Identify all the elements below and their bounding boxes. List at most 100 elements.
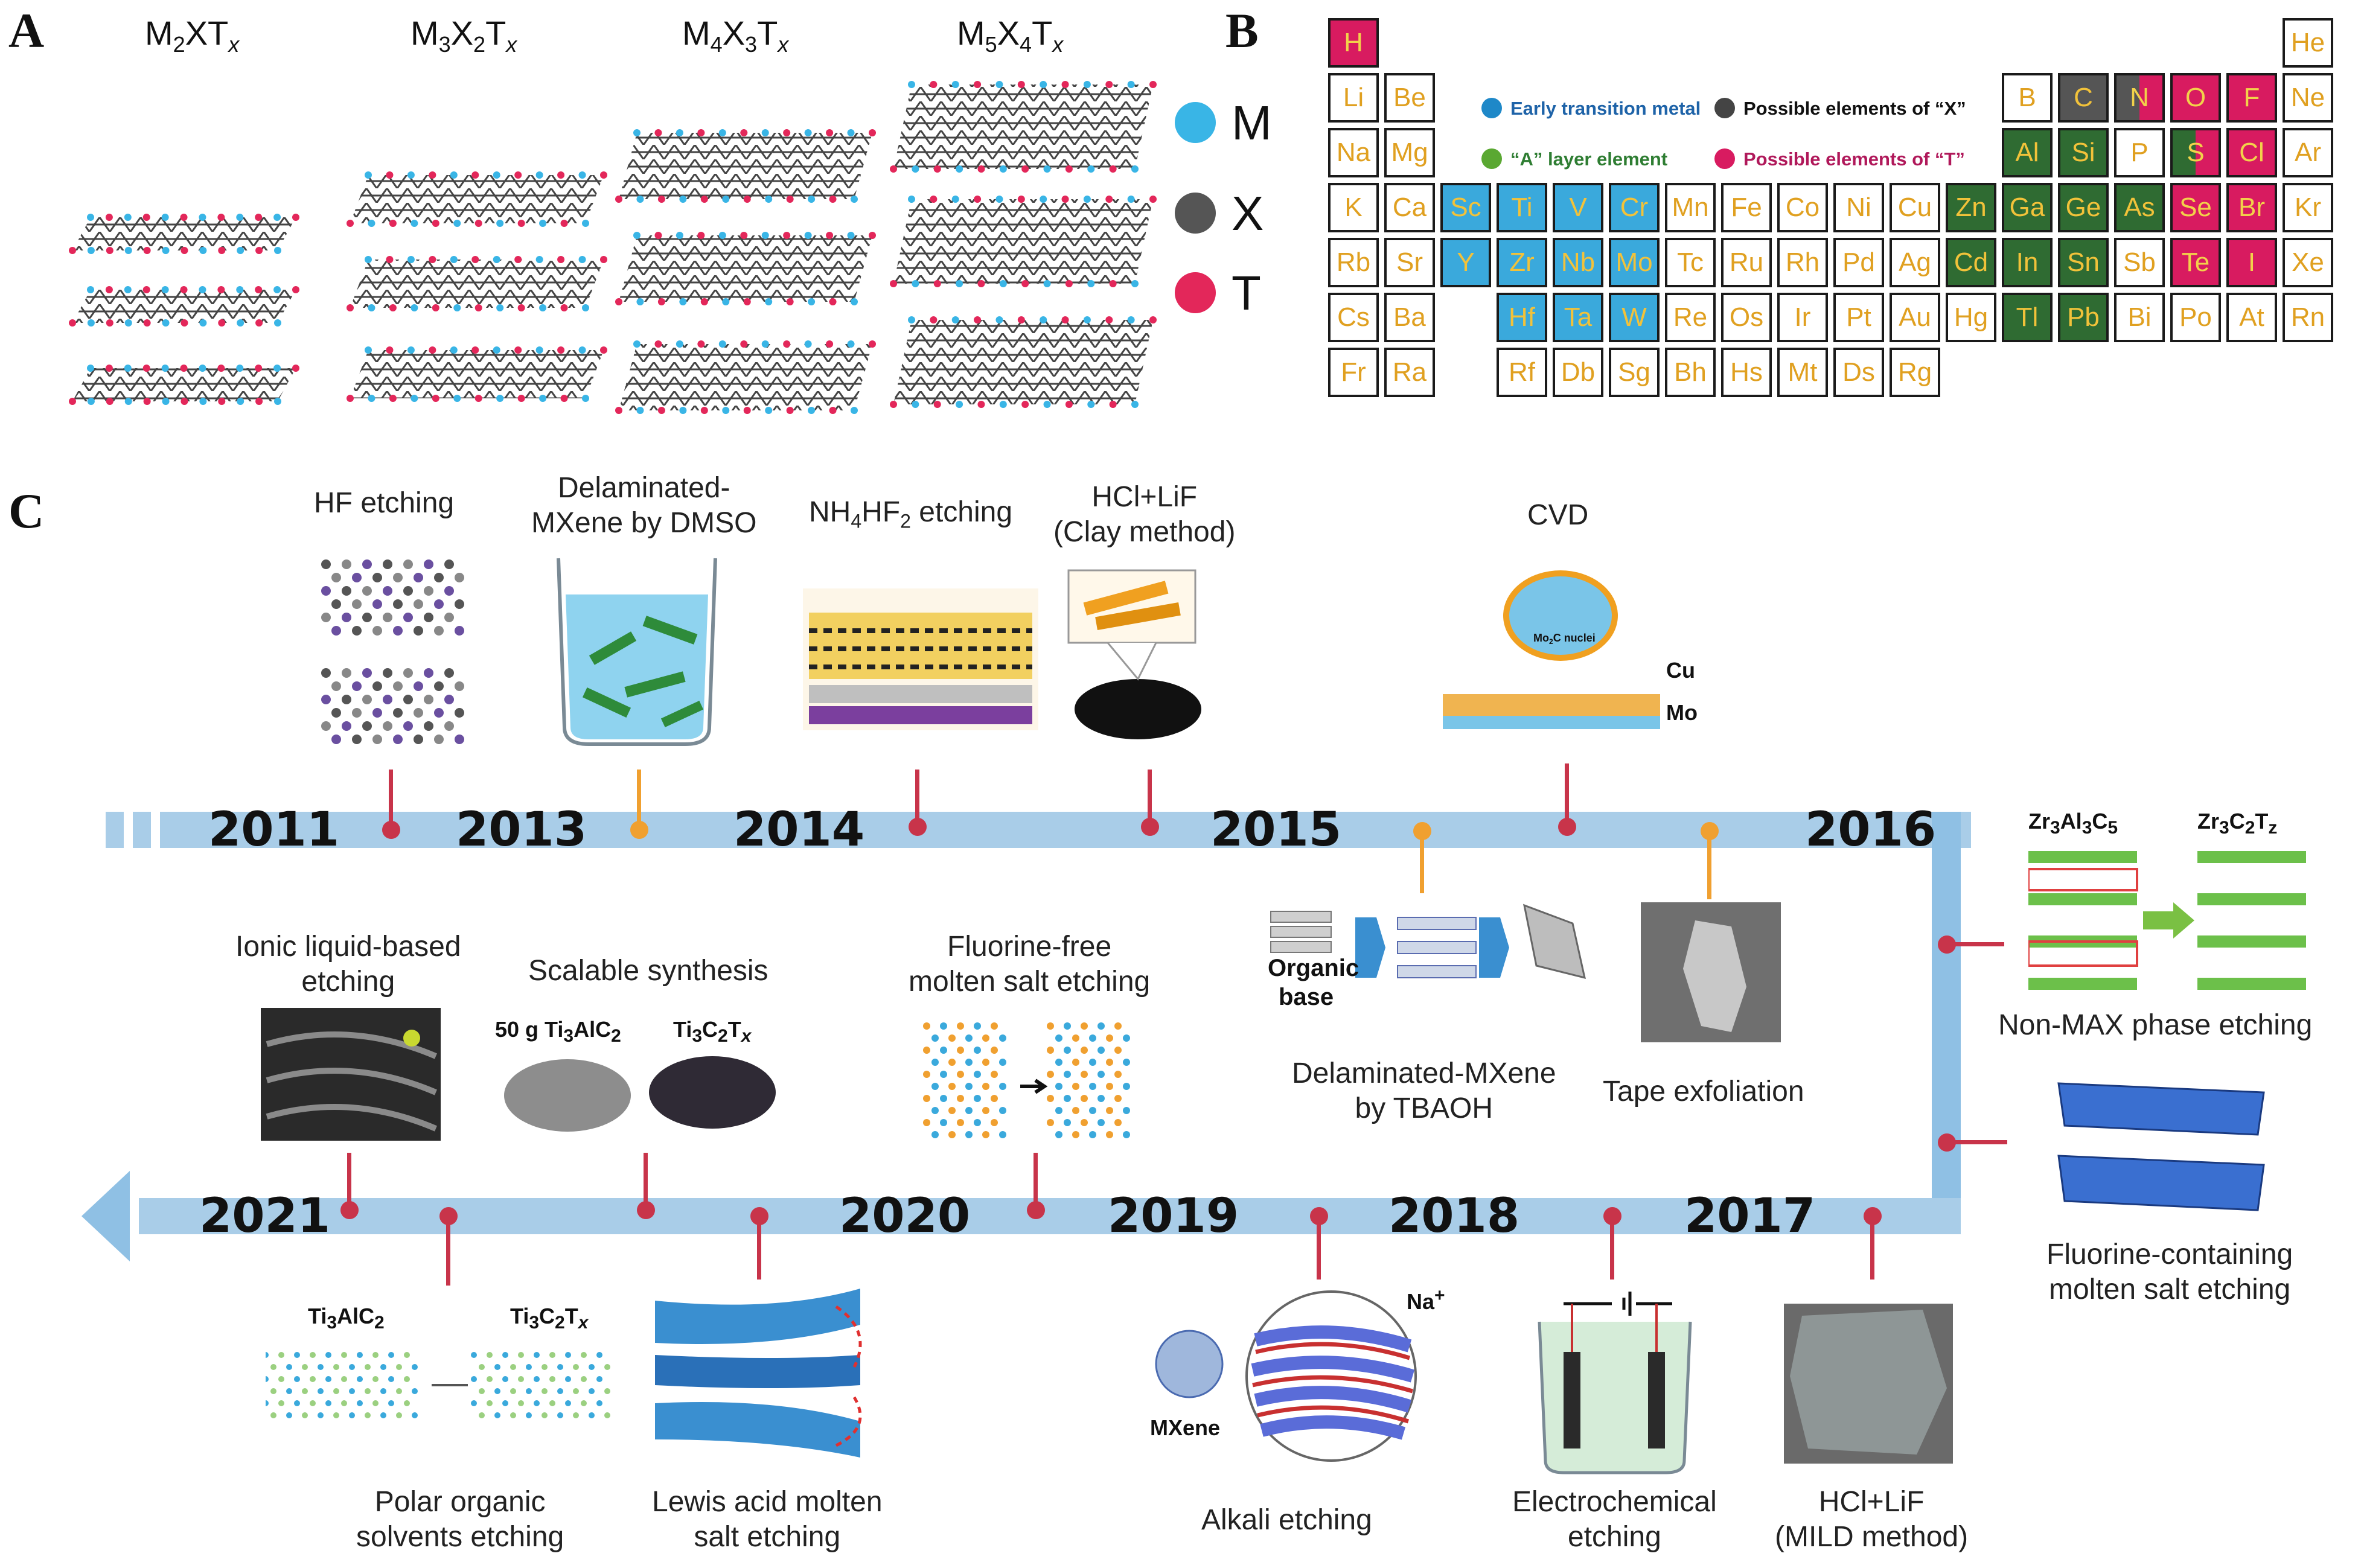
lattice-atom	[266, 1400, 269, 1406]
svg-text:Mo2C nuclei: Mo2C nuclei	[1533, 632, 1596, 646]
lattice-atom	[383, 613, 392, 622]
lattice-atom	[357, 1376, 363, 1382]
lattice-atom	[948, 1131, 956, 1138]
atom	[407, 346, 415, 354]
lattice-atom	[383, 586, 392, 596]
knob-dmso	[630, 821, 648, 839]
atom	[1127, 316, 1135, 323]
fluorine-free-image	[923, 1022, 1130, 1138]
atom	[1083, 316, 1091, 323]
atom	[808, 196, 816, 203]
atom	[142, 365, 150, 372]
atom	[977, 401, 985, 408]
atom	[560, 395, 568, 402]
atom	[450, 171, 458, 179]
lattice-atom	[549, 1376, 555, 1382]
atom	[292, 286, 299, 293]
lattice-atom	[318, 1388, 324, 1394]
atom	[1131, 165, 1139, 173]
element-hf: Hf	[1497, 293, 1547, 342]
legend-dot-a	[1481, 148, 1502, 169]
atom	[1065, 280, 1073, 287]
atom	[740, 232, 748, 239]
element-ne: Ne	[2283, 73, 2333, 123]
lattice-atom	[286, 1364, 292, 1370]
alkali-na-label: Na+	[1407, 1286, 1445, 1314]
atom	[273, 365, 281, 372]
lattice-atom	[388, 1352, 394, 1358]
atom	[474, 395, 482, 402]
atom	[87, 247, 95, 254]
knob-nh4	[909, 818, 927, 836]
atom	[274, 319, 281, 327]
lattice-atom	[1047, 1047, 1054, 1054]
lattice-atom	[589, 1388, 595, 1394]
lattice-atom	[393, 681, 403, 691]
stem-tape	[1707, 833, 1711, 899]
lattice-atom	[302, 1412, 308, 1418]
element-au: Au	[1890, 293, 1940, 342]
caption-mild-line1: HCl+LiF	[1818, 1486, 1925, 1518]
element-mo: Mo	[1609, 238, 1660, 287]
lattice-atom	[1064, 1119, 1071, 1126]
element-po: Po	[2170, 293, 2221, 342]
lattice-atom	[444, 586, 454, 596]
lattice-atom	[957, 1119, 964, 1126]
atom	[217, 365, 225, 372]
lattice-atom	[455, 735, 464, 744]
lattice-atom	[286, 1388, 292, 1394]
lattice-atom	[471, 1400, 477, 1406]
lattice-atom	[965, 1034, 973, 1042]
caption-electrochemical: Electrochemical etching	[1512, 1485, 1717, 1555]
lattice-atom	[342, 721, 351, 731]
atom	[1043, 165, 1051, 173]
element-se: Se	[2170, 183, 2221, 232]
atom	[697, 232, 705, 239]
atom	[930, 316, 938, 323]
atom	[930, 196, 938, 203]
atom	[429, 256, 436, 263]
lattice-atom	[278, 1376, 284, 1382]
legend-dot-m	[1481, 98, 1502, 118]
caption-hf-etching: HF etching	[314, 487, 455, 519]
atom	[517, 395, 525, 402]
lattice-atom	[1114, 1071, 1122, 1078]
atom	[974, 316, 982, 323]
lattice-atom	[380, 1412, 386, 1418]
atom	[347, 395, 354, 402]
element-pb: Pb	[2058, 293, 2109, 342]
nh4hf2-film-image	[803, 588, 1038, 730]
atom	[236, 214, 244, 221]
lattice-atom	[393, 599, 403, 609]
lattice-atom	[357, 1352, 363, 1358]
atom	[633, 232, 641, 239]
lattice-atom	[991, 1095, 998, 1102]
atom	[292, 365, 299, 372]
lattice-atom	[526, 1364, 532, 1370]
element-si: Si	[2058, 128, 2109, 177]
lattice-atom	[1072, 1083, 1079, 1090]
lattice-atom	[412, 1364, 418, 1370]
atom	[740, 129, 748, 136]
lattice-atom	[1089, 1083, 1096, 1090]
mxene-slab	[350, 260, 604, 308]
zr3al3c5-label: Zr3Al3C5	[2028, 809, 2118, 838]
lattice-atom	[923, 1022, 930, 1030]
element-sc: Sc	[1440, 183, 1491, 232]
lattice-atom	[1081, 1071, 1088, 1078]
atom	[273, 286, 281, 293]
atom	[786, 196, 794, 203]
lattice-atom	[1072, 1034, 1079, 1042]
atom	[908, 316, 915, 323]
lattice-atom	[1089, 1059, 1096, 1066]
element-bi: Bi	[2114, 293, 2165, 342]
lattice-atom	[404, 1400, 410, 1406]
atom	[600, 171, 607, 179]
lattice-atom	[362, 586, 372, 596]
lattice-atom	[325, 1400, 331, 1406]
lattice-atom	[542, 1412, 548, 1418]
element-c: C	[2058, 73, 2109, 123]
lattice-atom	[372, 1400, 379, 1406]
element-sb: Sb	[2114, 238, 2165, 287]
